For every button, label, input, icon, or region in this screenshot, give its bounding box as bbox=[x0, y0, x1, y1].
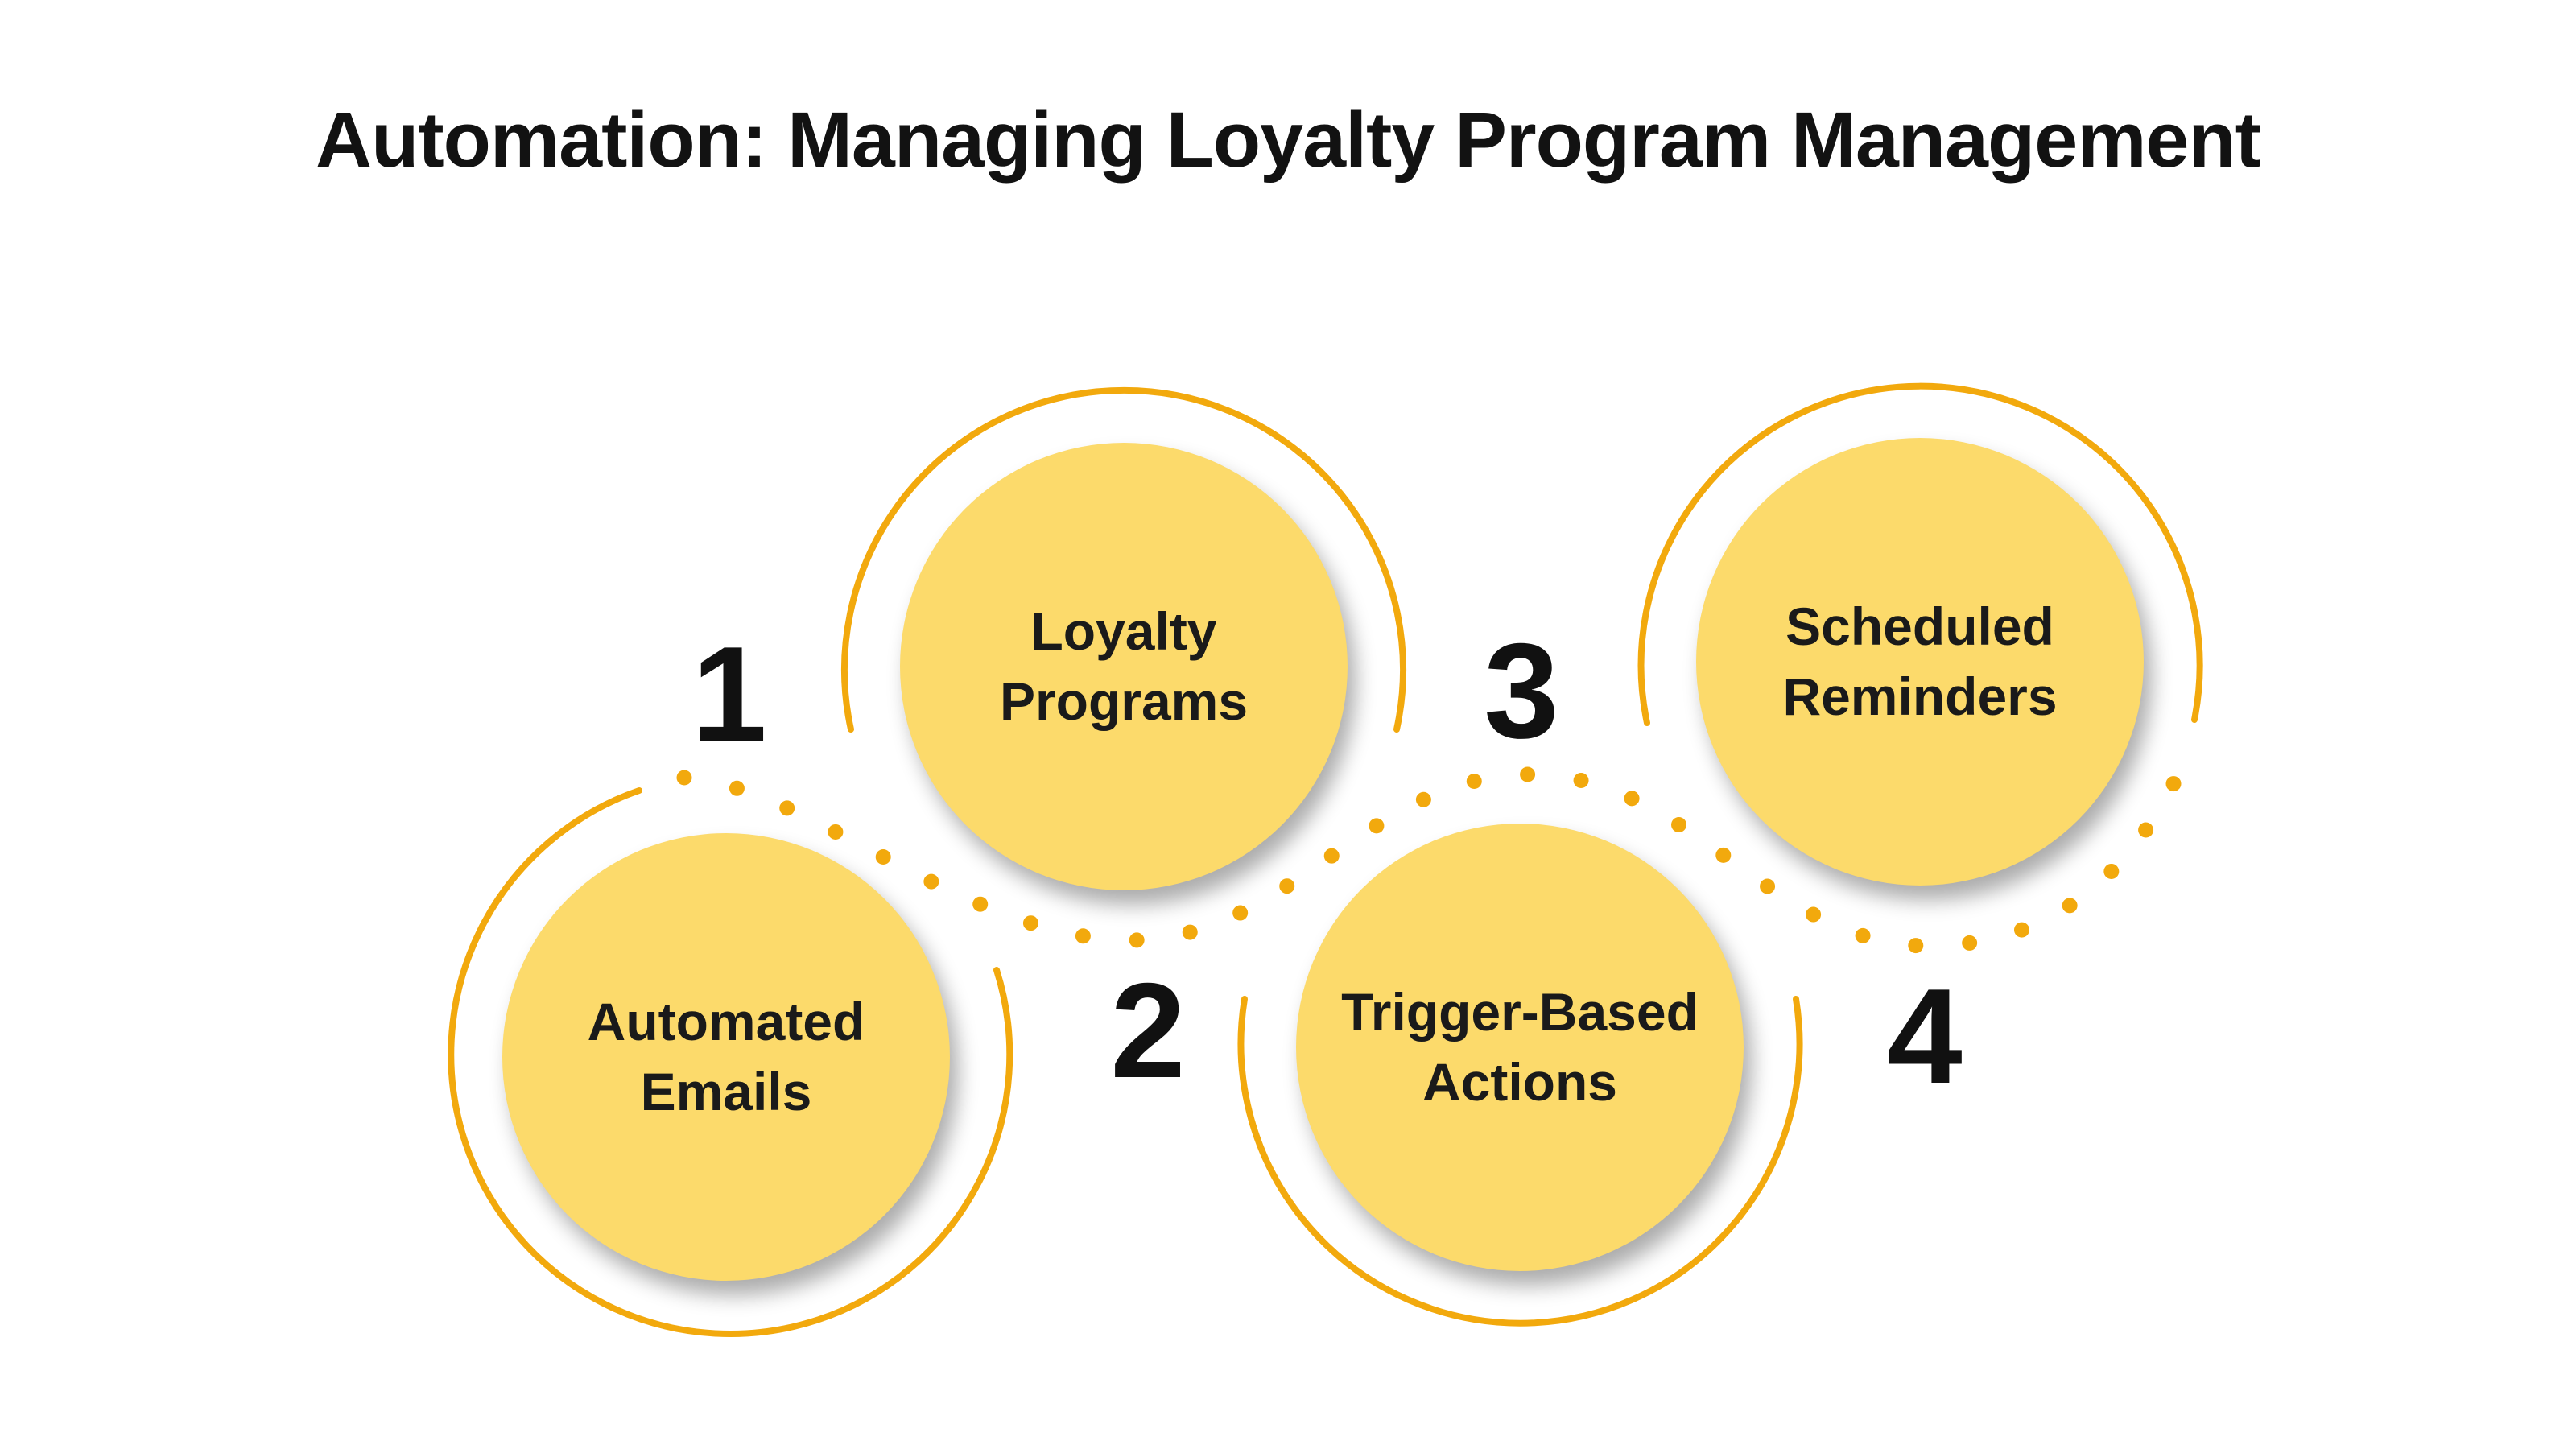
step-number-2: 2 bbox=[1110, 955, 1186, 1106]
ring-arc-automated-emails bbox=[448, 787, 1013, 1337]
step-label-line1: Scheduled bbox=[1785, 596, 2054, 656]
step-label-line2: Actions bbox=[1422, 1052, 1617, 1112]
step-label-line2: Reminders bbox=[1782, 667, 2058, 726]
step-number-1: 1 bbox=[691, 618, 767, 770]
step-circle-trigger-based-actions: Trigger-Based Actions bbox=[1296, 824, 1744, 1271]
step-label: Trigger-Based Actions bbox=[1341, 977, 1699, 1117]
step-label: Automated Emails bbox=[588, 987, 865, 1127]
step-circle-loyalty-programs: Loyalty Programs bbox=[900, 443, 1348, 890]
page-title: Automation: Managing Loyalty Program Man… bbox=[316, 96, 2261, 184]
step-number-4: 4 bbox=[1887, 960, 1963, 1112]
step-label-line1: Automated bbox=[587, 991, 865, 1051]
step-label: Scheduled Reminders bbox=[1782, 592, 2057, 732]
ring-arc-scheduled-reminders bbox=[1637, 382, 2203, 726]
step-label-line1: Trigger-Based bbox=[1341, 981, 1699, 1042]
step-label: Loyalty Programs bbox=[1000, 597, 1248, 737]
step-number-3: 3 bbox=[1484, 615, 1559, 766]
step-label-line2: Emails bbox=[640, 1062, 812, 1121]
step-circle-automated-emails: Automated Emails bbox=[502, 833, 950, 1281]
step-circle-scheduled-reminders: Scheduled Reminders bbox=[1696, 438, 2144, 886]
ring-arc-loyalty-programs bbox=[841, 386, 1406, 733]
step-label-line2: Programs bbox=[999, 671, 1249, 731]
step-label-line1: Loyalty bbox=[1030, 601, 1217, 661]
ring-arc-trigger-based-actions bbox=[1237, 996, 1803, 1327]
